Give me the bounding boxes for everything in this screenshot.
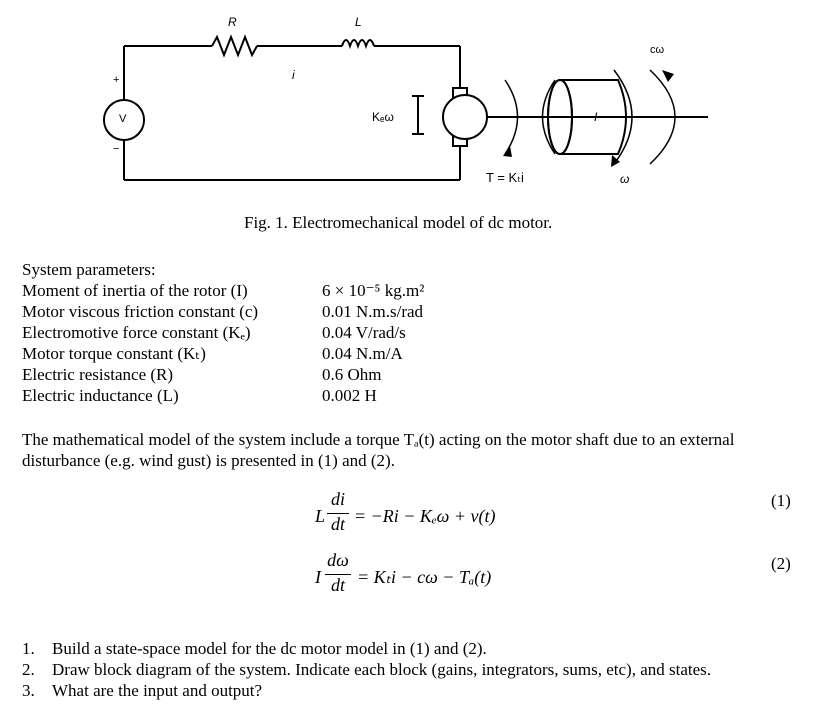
param-row: Electromotive force constant (Kₑ) 0.04 V…	[22, 322, 802, 343]
omega-label: ω	[620, 172, 630, 186]
eq1-denominator: dt	[330, 514, 345, 534]
parameters-heading: System parameters:	[22, 260, 156, 279]
param-value: 0.04 N.m/A	[322, 344, 403, 363]
param-row: Electric inductance (L) 0.002 H	[22, 385, 802, 406]
current-label: i	[292, 68, 295, 82]
param-value: 0.01 N.m.s/rad	[322, 302, 424, 321]
param-row: Motor torque constant (Kₜ) 0.04 N.m/A	[22, 343, 802, 364]
eq2-coef: I	[315, 567, 321, 587]
inductor-label: L	[355, 15, 362, 29]
eq1-coef: L	[315, 506, 326, 526]
param-value: 0.6 Ohm	[322, 365, 382, 384]
minus-label: −	[113, 143, 120, 155]
question-number: 3.	[22, 681, 35, 700]
param-label: Motor torque constant (Kₜ)	[22, 344, 206, 363]
figure-caption: Fig. 1. Electromechanical model of dc mo…	[244, 213, 553, 232]
eq2-number: (2)	[771, 554, 791, 573]
eq1-number: (1)	[771, 491, 791, 510]
intro-line-2: disturbance (e.g. wind gust) is presente…	[22, 451, 395, 470]
question-item: 1. Build a state-space model for the dc m…	[22, 638, 487, 659]
param-label: Electric inductance (L)	[22, 386, 179, 405]
param-row: Motor viscous friction constant (c) 0.01…	[22, 301, 802, 322]
question-number: 1.	[22, 639, 35, 658]
question-text: What are the input and output?	[52, 681, 263, 700]
eq1-fraction-bar	[327, 513, 349, 514]
question-text: Draw block diagram of the system. Indica…	[52, 660, 712, 679]
param-value: 0.04 V/rad/s	[322, 323, 406, 342]
eq1-numerator: di	[330, 489, 345, 509]
param-row: Moment of inertia of the rotor (I) 6 × 1…	[22, 280, 802, 301]
eq2-denominator: dt	[330, 575, 345, 595]
question-item: 3. What are the input and output?	[22, 680, 262, 701]
source-label: V	[119, 113, 127, 125]
eq1-rhs: = −Ri − Kₑω + v(t)	[354, 506, 496, 526]
plus-label: +	[113, 74, 120, 86]
torque-label: T = Kₜi	[486, 170, 524, 185]
voltage-source	[103, 99, 145, 141]
param-label: Motor viscous friction constant (c)	[22, 302, 259, 321]
param-label: Electromotive force constant (Kₑ)	[22, 323, 251, 342]
param-label: Moment of inertia of the rotor (I)	[22, 281, 248, 300]
param-row: Electric resistance (R) 0.6 Ohm	[22, 364, 802, 385]
eq2-fraction-bar	[325, 574, 351, 575]
eq2-numerator: dω	[327, 550, 349, 570]
resistor-label: R	[228, 15, 237, 29]
param-label: Electric resistance (R)	[22, 365, 174, 384]
eq2-rhs: = Kₜi − cω − Tₐ(t)	[357, 567, 492, 587]
intro-line-1: The mathematical model of the system inc…	[22, 430, 735, 449]
question-item: 2. Draw block diagram of the system. Indi…	[22, 659, 711, 680]
param-value: 0.002 H	[322, 386, 377, 405]
back-emf-label: Kₑω	[372, 110, 394, 124]
motor-armature	[442, 94, 488, 140]
question-text: Build a state-space model for the dc mot…	[52, 639, 487, 658]
param-value: 6 × 10⁻⁵ kg.m²	[322, 281, 425, 300]
damping-label: cω	[650, 44, 665, 56]
inertia-label: I	[594, 110, 598, 124]
question-number: 2.	[22, 660, 35, 679]
motor-circuit-diagram	[103, 34, 708, 181]
